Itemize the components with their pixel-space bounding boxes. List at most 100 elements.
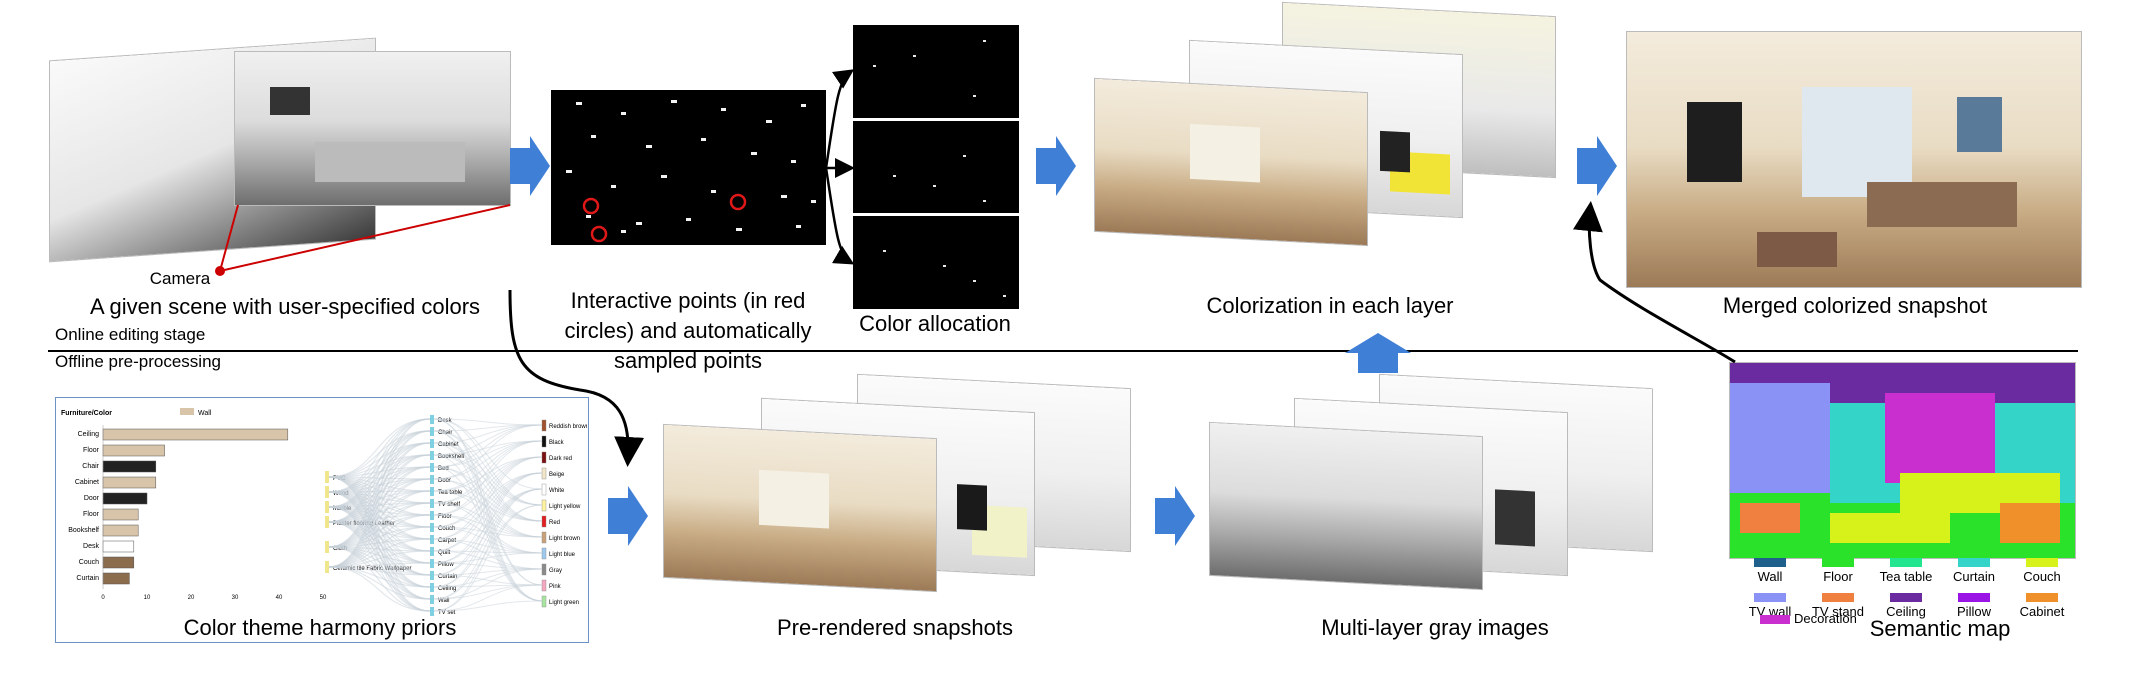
object-node: [430, 415, 434, 424]
color-label: Beige: [549, 472, 565, 478]
object-node: [430, 439, 434, 448]
semantic-legend-label: TV stand: [1811, 604, 1865, 619]
material-node: [325, 516, 329, 528]
semantic-legend-swatch: [2026, 593, 2058, 602]
color-label: White: [549, 488, 565, 494]
row-label: Door: [84, 495, 100, 502]
object-node: [430, 487, 434, 496]
semantic-legend-item: Wall: [1735, 558, 1805, 584]
flow-link: [433, 418, 543, 506]
material-node: [325, 471, 329, 483]
semantic-legend-item: Couch: [2007, 558, 2077, 584]
flow-link: [328, 430, 431, 523]
color-allocation-caption: Color allocation: [859, 311, 1011, 336]
flow-link: [433, 552, 543, 564]
object-node: [430, 595, 434, 604]
color-label: Light brown: [549, 536, 580, 542]
object-node: [430, 499, 434, 508]
row-label: Chair: [82, 463, 99, 470]
arrow-gray-to-colorization: [1345, 333, 1411, 373]
object-node: [430, 463, 434, 472]
semantic-legend-label: Cabinet: [2019, 604, 2065, 619]
color-allocation-layer-2: [853, 121, 1019, 213]
row-label: Bookshelf: [68, 527, 99, 534]
semantic-legend-swatch: [1754, 558, 1786, 567]
flow-link: [433, 538, 543, 570]
offline-stage-label: Offline pre-processing: [55, 352, 221, 371]
object-label: TV set: [438, 610, 456, 616]
row-label: Desk: [83, 543, 99, 550]
semantic-legend-label: Ceiling: [1886, 604, 1926, 619]
flow-link: [328, 442, 431, 523]
flow-link: [433, 418, 543, 602]
legend-label: Wall: [198, 410, 212, 417]
object-label: Carpet: [438, 538, 456, 544]
arrow-scene-to-points: [510, 136, 550, 196]
semantic-legend-item: Curtain: [1939, 558, 2009, 584]
flow-link: [433, 488, 543, 612]
semantic-legend-swatch: [1760, 615, 1790, 625]
flow-link: [433, 442, 543, 602]
semantic-legend-item: Cabinet: [2007, 593, 2077, 619]
flow-link: [328, 454, 431, 523]
object-label: Pillow: [438, 562, 454, 568]
flow-link: [433, 440, 543, 516]
tick-label: 30: [232, 595, 239, 601]
arrow-allocation-to-colorization: [1036, 136, 1076, 196]
object-node: [430, 523, 434, 532]
flow-link: [433, 472, 543, 588]
object-label: Couch: [438, 526, 455, 532]
flow-link: [328, 546, 431, 612]
online-stage-label: Online editing stage: [55, 325, 206, 344]
semantic-legend-swatch: [1754, 593, 1786, 602]
semantic-legend-swatch: [1822, 558, 1854, 567]
object-label: Door: [438, 478, 451, 484]
semantic-legend-label: Tea table: [1879, 569, 1933, 584]
semantic-map-image: [1730, 363, 2075, 558]
color-label: Red: [549, 520, 560, 526]
flow-link: [433, 424, 543, 480]
flow-link: [328, 506, 431, 612]
object-node: [430, 427, 434, 436]
semantic-legend-swatch: [1958, 558, 1990, 567]
gray-layers-caption: Multi-layer gray images: [1321, 615, 1549, 640]
interactive-points-caption: Interactive points (in red circles) and …: [564, 288, 812, 373]
object-node: [430, 547, 434, 556]
semantic-legend-item: Pillow: [1939, 593, 2009, 619]
color-label: Reddish brown: [549, 424, 587, 430]
semantic-legend-swatch: [2026, 558, 2058, 567]
tick-label: 40: [276, 595, 283, 601]
semantic-legend-swatch: [1958, 593, 1990, 602]
semantic-legend-item: Tea table: [1871, 558, 1941, 584]
flow-link: [433, 454, 543, 522]
color-label: Dark red: [549, 456, 572, 462]
semantic-legend-label: Pillow: [1957, 604, 1991, 619]
row-label: Cabinet: [75, 479, 99, 486]
object-node: [430, 559, 434, 568]
object-node: [430, 451, 434, 460]
row-label: Ceiling: [78, 431, 100, 438]
material-node: [325, 486, 329, 498]
row-label: Floor: [83, 447, 100, 454]
flow-link: [433, 430, 543, 522]
row-label: Floor: [83, 511, 100, 518]
harmony-caption: Color theme harmony priors: [183, 615, 457, 640]
arrow-semantic-to-merged: [1572, 201, 1736, 364]
material-node: [325, 541, 329, 553]
flow-link: [433, 490, 543, 538]
scene-camera-view: [235, 52, 510, 205]
color-label: Light green: [549, 600, 579, 606]
color-label: Pink: [549, 584, 562, 590]
color-label: Gray: [549, 568, 562, 574]
semantic-legend-label: Curtain: [1953, 569, 1995, 584]
flow-link: [328, 491, 431, 612]
color-label: Black: [549, 440, 565, 446]
flow-link: [328, 566, 431, 612]
allocated-points: [873, 40, 1006, 297]
object-label: Wall: [438, 598, 449, 604]
color-allocation-layer-3: [853, 216, 1019, 309]
tick-label: 50: [320, 595, 327, 601]
